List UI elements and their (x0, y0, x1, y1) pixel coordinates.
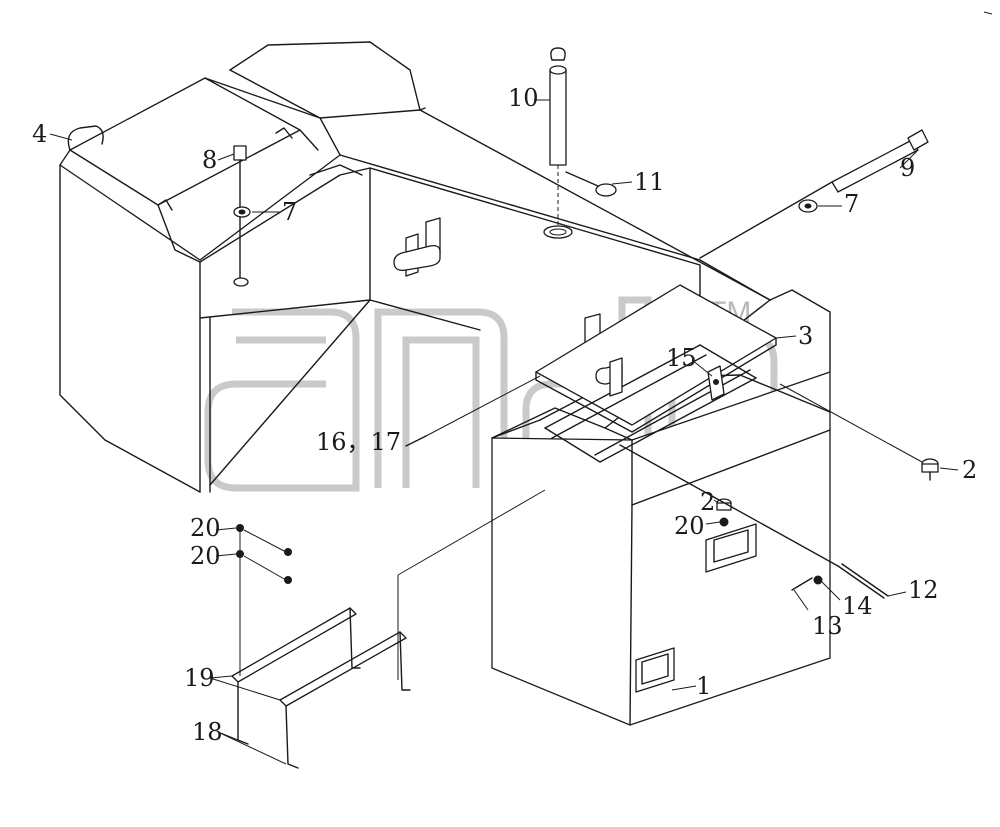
bracket-assembly (231, 489, 546, 769)
screw-part-2-right (779, 383, 939, 481)
callout-19: 19 (184, 664, 215, 692)
callout-11: 11 (634, 168, 665, 196)
bolt-part-8 (233, 145, 247, 281)
clip-part-14 (813, 575, 823, 585)
pin-part-13 (791, 577, 813, 591)
callout-labels: 4 8 7 10 11 7 9 3 15 16，17 2 2 20 12 14 … (32, 84, 977, 746)
callout-18: 18 (192, 718, 223, 746)
callout-16-17: 16，17 (316, 428, 401, 456)
callout-12: 12 (908, 576, 939, 604)
bolt-part-9 (699, 129, 929, 259)
washer-part-7-left (233, 206, 251, 287)
callout-2-center: 2 (700, 488, 715, 516)
callout-4: 3 (798, 322, 813, 350)
callout-3: 4 (32, 120, 47, 148)
callout-7-right: 7 (844, 190, 859, 218)
callout-1: 1 (696, 672, 711, 700)
callout-15: 15 (666, 344, 697, 372)
callout-2-right: 2 (962, 456, 977, 484)
washer-part-7-right (798, 199, 818, 213)
callout-20-center: 20 (674, 512, 705, 540)
callout-10: 10 (508, 84, 539, 112)
callout-20-top: 20 (190, 514, 221, 542)
corner-mark (983, 11, 993, 15)
callout-14: 14 (842, 592, 873, 620)
callout-13: 13 (812, 612, 843, 640)
callout-8: 8 (202, 146, 217, 174)
pin-part-16-17 (405, 375, 541, 447)
ring-part-11 (565, 171, 617, 197)
pin-part-10 (543, 47, 573, 239)
rod-part-12 (619, 444, 889, 599)
frame-body (59, 41, 831, 726)
callout-7-left: 7 (282, 198, 297, 226)
leader-lines (49, 99, 959, 765)
callout-9: 9 (900, 154, 915, 182)
callout-20-middle: 20 (190, 542, 221, 570)
